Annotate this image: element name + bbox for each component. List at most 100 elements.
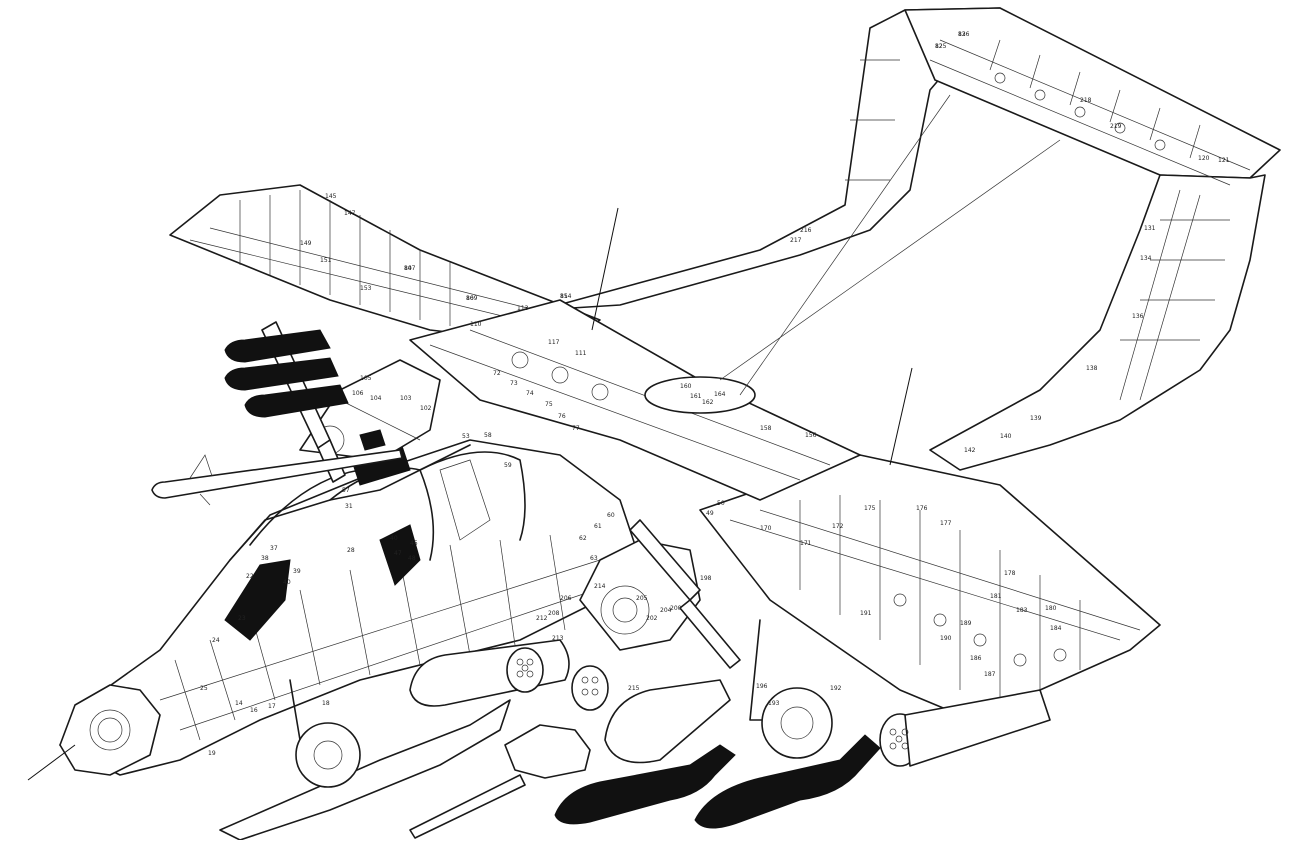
callout-number: 176 xyxy=(916,505,928,512)
callout-number: 198 xyxy=(700,575,712,582)
callout-number: 72 xyxy=(493,370,501,377)
callout-number: 172 xyxy=(832,523,844,530)
callout-number: 48 xyxy=(408,555,416,562)
callout-number: 192 xyxy=(830,685,842,692)
callout-number: 31 xyxy=(345,503,353,510)
callout-number: 202 xyxy=(646,615,658,622)
callout-number: 191 xyxy=(860,610,872,617)
callout-number: 58 xyxy=(484,432,492,439)
rocket-pods-left xyxy=(224,329,349,418)
callout-number: 145 xyxy=(325,193,337,200)
callout-number: 19 xyxy=(208,750,216,757)
right-engine xyxy=(579,519,741,669)
callout-number: 164 xyxy=(714,391,726,398)
callout-number: 158 xyxy=(760,425,772,432)
callout-number: 110 xyxy=(470,321,482,328)
callout-number: 40 xyxy=(390,535,398,542)
callout-number: 205 xyxy=(636,595,648,602)
callout-number: 105 xyxy=(360,375,372,382)
nose-gear xyxy=(289,679,361,788)
bombs xyxy=(554,734,881,829)
callout-number: 25 xyxy=(200,685,208,692)
callout-number: 40 xyxy=(283,579,291,586)
callout-number: 111 xyxy=(575,350,587,357)
left-wing xyxy=(169,184,601,346)
callout-number: 61 xyxy=(594,523,602,530)
callout-number: 60 xyxy=(607,512,615,519)
callout-number: 208 xyxy=(548,610,560,617)
callout-number: 170 xyxy=(760,525,772,532)
callout-number: 75 xyxy=(545,401,553,408)
callout-number: 215 xyxy=(628,685,640,692)
callout-number: 149 xyxy=(300,240,312,247)
callout-number: 53 xyxy=(462,433,470,440)
callout-number: 113 xyxy=(517,305,529,312)
callout-number: 204 xyxy=(660,607,672,614)
callout-number: 14 xyxy=(235,700,243,707)
drop-tank xyxy=(219,699,511,841)
callout-number: 190 xyxy=(940,635,952,642)
callout-number: 77 xyxy=(572,425,580,432)
callout-number: 45 xyxy=(410,540,418,547)
callout-number: 134 xyxy=(1140,255,1152,262)
callout-number: 160 xyxy=(680,383,692,390)
callout-number: 117 xyxy=(548,339,560,346)
callout-number: 57 xyxy=(342,487,350,494)
callout-number: 22 xyxy=(246,573,254,580)
callout-number: 171 xyxy=(800,540,812,547)
callout-number: 147 xyxy=(344,210,356,217)
front-seat xyxy=(224,559,291,641)
callout-number: 125 xyxy=(935,43,947,50)
callout-number: 151 xyxy=(320,257,332,264)
callout-number: 114 xyxy=(560,293,572,300)
callout-number: 217 xyxy=(790,237,802,244)
callout-number: 49 xyxy=(706,510,714,517)
callout-number: 161 xyxy=(690,393,702,400)
callout-number: 28 xyxy=(347,547,355,554)
callout-number: 83 xyxy=(958,31,966,38)
callout-number: 218 xyxy=(1080,97,1092,104)
main-gear xyxy=(749,619,833,759)
callout-number: 24 xyxy=(212,637,220,644)
callout-number: 131 xyxy=(1144,225,1156,232)
callout-number: 219 xyxy=(1110,123,1122,130)
callout-number: 140 xyxy=(1000,433,1012,440)
callout-number: 47 xyxy=(394,550,402,557)
callout-number: 212 xyxy=(536,615,548,622)
callout-number: 186 xyxy=(970,655,982,662)
callout-number: 216 xyxy=(800,227,812,234)
callout-number: 16 xyxy=(250,707,258,714)
callout-number: 162 xyxy=(702,399,714,406)
callout-number: 213 xyxy=(552,635,564,642)
callout-number: 106 xyxy=(352,390,364,397)
callout-number: 187 xyxy=(984,671,996,678)
callout-number: 74 xyxy=(526,390,534,397)
callout-number: 193 xyxy=(768,700,780,707)
callout-number: 181 xyxy=(990,593,1002,600)
callout-number: 107 xyxy=(404,265,416,272)
callout-number: 62 xyxy=(579,535,587,542)
callout-number: 17 xyxy=(268,703,276,710)
rear-seat xyxy=(379,524,421,586)
callout-number: 189 xyxy=(960,620,972,627)
callout-number: 206 xyxy=(560,595,572,602)
callout-number: 142 xyxy=(964,447,976,454)
callout-number: 103 xyxy=(400,395,412,402)
callout-number: 138 xyxy=(1086,365,1098,372)
rocket-pods-under xyxy=(409,639,1051,767)
callout-number: 76 xyxy=(558,413,566,420)
callout-number: 86 xyxy=(466,295,474,302)
callout-number: 126 xyxy=(958,31,970,38)
callout-number: 104 xyxy=(370,395,382,402)
centre-wing xyxy=(409,299,861,501)
callout-number: 196 xyxy=(756,683,768,690)
gun-pod xyxy=(409,724,591,839)
callout-number: 178 xyxy=(1004,570,1016,577)
callout-number: 175 xyxy=(864,505,876,512)
callout-number: 177 xyxy=(940,520,952,527)
callout-number: 73 xyxy=(510,380,518,387)
callout-number: 109 xyxy=(466,295,478,302)
callout-number: 200 xyxy=(670,605,682,612)
callout-number: 139 xyxy=(1030,415,1042,422)
